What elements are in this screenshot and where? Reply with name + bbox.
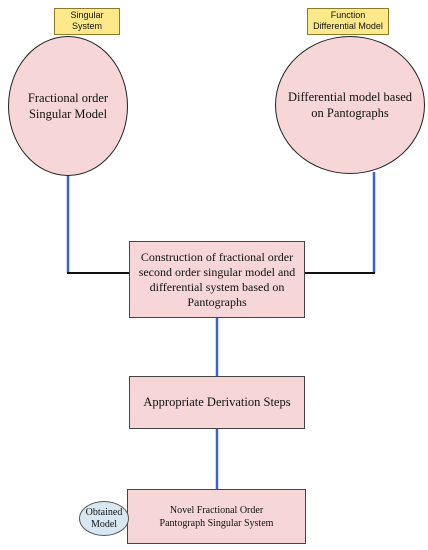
function-tag-line2: Differential Model: [313, 21, 383, 31]
derivation-steps-box: Appropriate Derivation Steps: [129, 376, 305, 429]
novel-system-label: Novel Fractional Order Pantograph Singul…: [159, 504, 274, 529]
obtained-model-label: Obtained Model: [85, 506, 123, 530]
right-circle-label: Differential model based on Pantographs: [287, 90, 413, 120]
obtained-model-oval: Obtained Model: [79, 501, 129, 536]
derivation-label: Appropriate Derivation Steps: [143, 395, 291, 409]
singular-tag-line2: System: [71, 21, 102, 31]
function-tag-line1: Function: [330, 10, 366, 20]
construction-box: Construction of fractional order second …: [129, 241, 305, 318]
fractional-order-singular-model-circle: Fractional order Singular Model: [8, 36, 128, 176]
differential-model-pantographs-circle: Differential model based on Pantographs: [275, 36, 425, 174]
function-differential-model-tag: Function Differential Model: [307, 8, 389, 35]
construction-label: Construction of fractional order second …: [138, 249, 296, 309]
left-circle-label: Fractional order Singular Model: [27, 91, 109, 121]
singular-system-tag: Singular System: [54, 8, 120, 35]
singular-tag-line1: Singular: [70, 10, 104, 20]
background-artifact-text: [70, 192, 72, 203]
novel-system-box: Novel Fractional Order Pantograph Singul…: [127, 489, 306, 544]
